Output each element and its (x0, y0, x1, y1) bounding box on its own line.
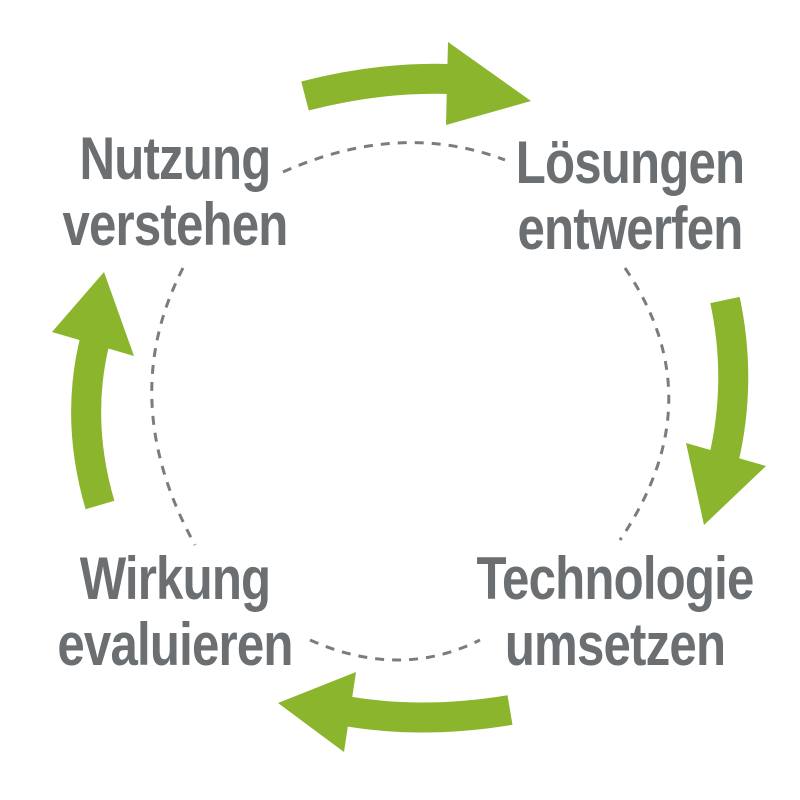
dashed-ring-right (618, 267, 671, 541)
stage-label-line: verstehen (62, 191, 288, 258)
arrow-bottom-icon (278, 672, 513, 752)
dashed-ring-bottom (309, 638, 481, 662)
stage-label-line: Lösungen (515, 129, 745, 196)
arrow-right-icon (686, 296, 766, 525)
dashed-ring-top (282, 141, 506, 174)
stage-label-line: Nutzung (79, 125, 271, 192)
stage-label-understand-usage: Nutzung verstehen (56, 126, 294, 258)
stage-label-implement-technology: Technologie umsetzen (472, 546, 759, 678)
stage-label-line: umsetzen (504, 611, 726, 678)
arrow-top-icon (301, 42, 531, 125)
stage-label-line: entwerfen (517, 195, 743, 262)
dashed-ring-left (150, 267, 197, 546)
stage-label-line: Wirkung (79, 545, 271, 612)
stage-label-design-solutions: Lösungen entwerfen (507, 130, 753, 262)
arrow-left-icon (52, 272, 134, 510)
stage-label-line: evaluieren (57, 611, 293, 678)
stage-label-evaluate-impact: Wirkung evaluieren (48, 546, 302, 678)
stage-label-line: Technologie (476, 545, 754, 612)
